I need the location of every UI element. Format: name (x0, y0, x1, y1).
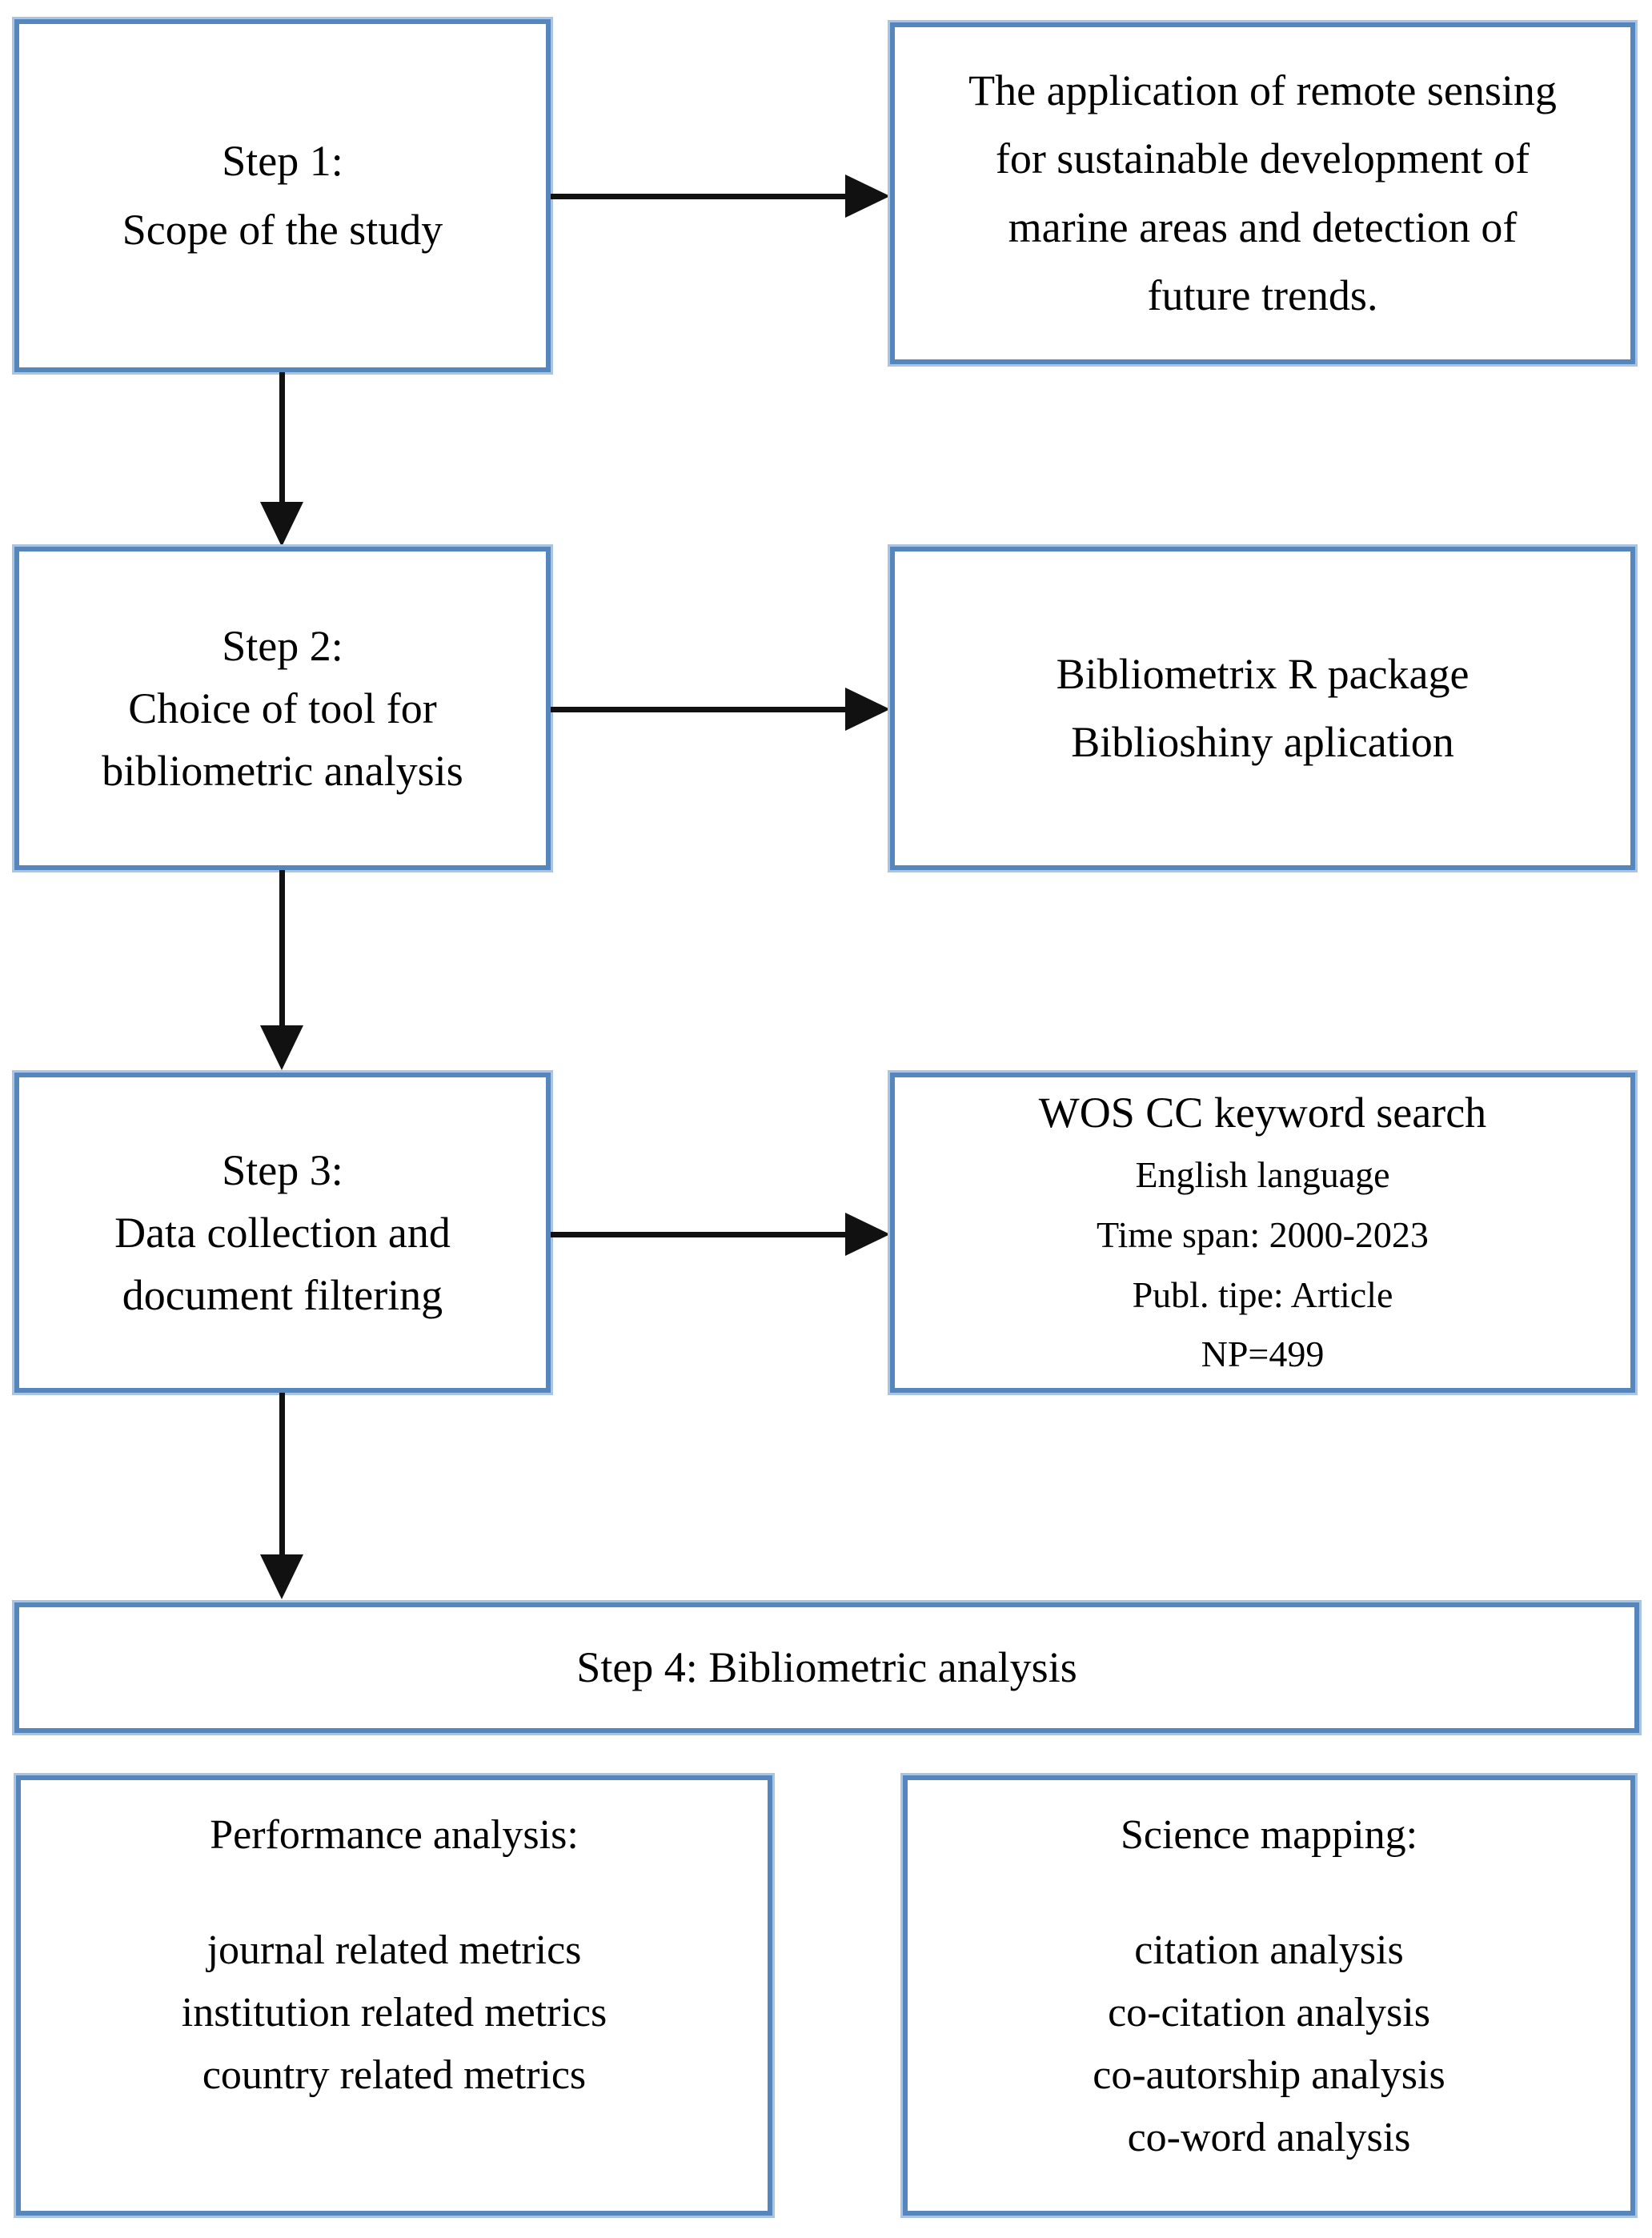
arrow-shaft (551, 707, 850, 712)
performance-item: country related metrics (202, 2052, 587, 2098)
arrow-step3-to-step4 (260, 1393, 303, 1599)
step4-label: Step 4: Bibliometric analysis (576, 1642, 1077, 1691)
arrow-step1-to-step2 (260, 372, 303, 547)
step1-box: Step 1: Scope of the study (14, 19, 551, 372)
arrow-shaft (551, 1232, 850, 1237)
arrow-head-right-icon (845, 174, 890, 218)
performance-analysis-heading: Performance analysis: (210, 1812, 579, 1858)
arrow-step2-to-tool-detail (551, 688, 890, 731)
arrow-step2-to-step3 (260, 870, 303, 1070)
step2-detail-box: Bibliometrix R package Biblioshiny aplic… (890, 547, 1635, 870)
arrow-shaft (279, 1393, 285, 1559)
step3-detail-box: WOS CC keyword search English language T… (890, 1073, 1635, 1393)
science-mapping-item: co-citation analysis (1108, 1990, 1430, 2035)
step1-detail-text: The application of remote sensing for su… (968, 66, 1557, 319)
performance-item: institution related metrics (181, 1990, 607, 2035)
step2-label: Step 2: Choice of tool for bibliometric … (102, 621, 463, 796)
step2-box: Step 2: Choice of tool for bibliometric … (14, 547, 551, 870)
step2-detail-text: Bibliometrix R package Biblioshiny aplic… (1056, 649, 1470, 766)
arrow-shaft (279, 870, 285, 1030)
science-mapping-item: co-autorship analysis (1093, 2052, 1446, 2098)
science-mapping-item: citation analysis (1134, 1927, 1404, 1973)
arrow-step1-to-scope-detail (551, 174, 890, 218)
arrow-head-down-icon (260, 502, 303, 547)
step1-label: Step 1: Scope of the study (122, 137, 443, 254)
science-mapping-box: Science mapping: citation analysis co-ci… (903, 1775, 1635, 2216)
performance-analysis-box: Performance analysis: journal related me… (16, 1775, 772, 2216)
step4-box: Step 4: Bibliometric analysis (14, 1602, 1639, 1733)
arrow-head-down-icon (260, 1554, 303, 1599)
arrow-shaft (551, 194, 850, 199)
arrow-head-right-icon (845, 688, 890, 731)
arrow-head-down-icon (260, 1025, 303, 1070)
step3-label: Step 3: Data collection and document fil… (114, 1145, 451, 1320)
wos-search-heading: WOS CC keyword search (1038, 1088, 1487, 1137)
science-mapping-heading: Science mapping: (1120, 1812, 1418, 1858)
science-mapping-item: co-word analysis (1127, 2115, 1411, 2160)
performance-item: journal related metrics (206, 1927, 582, 1973)
wos-search-line: Time span: 2000-2023 (1097, 1213, 1429, 1255)
wos-search-line: Publ. tipe: Article (1132, 1273, 1393, 1315)
step3-box: Step 3: Data collection and document fil… (14, 1073, 551, 1393)
wos-search-line: English language (1135, 1153, 1390, 1195)
arrow-step3-to-search-detail (551, 1213, 890, 1256)
arrow-head-right-icon (845, 1213, 890, 1256)
step1-detail-box: The application of remote sensing for su… (890, 22, 1635, 364)
arrow-shaft (279, 372, 285, 507)
wos-search-line: NP=499 (1201, 1334, 1325, 1375)
